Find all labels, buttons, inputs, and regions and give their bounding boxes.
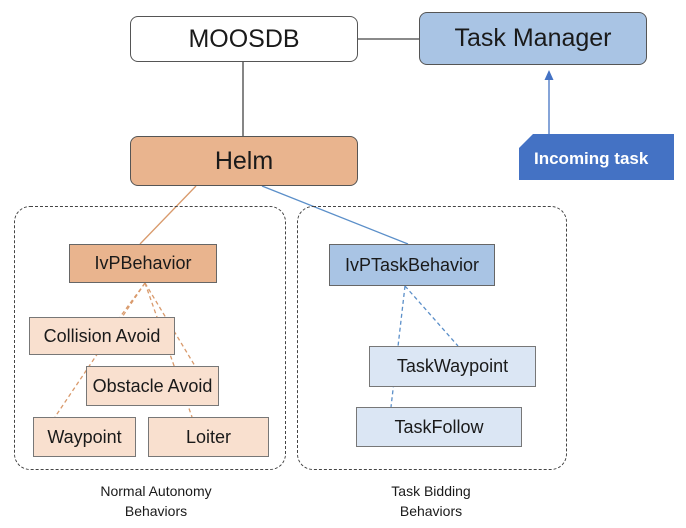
obstacle-avoid-label: Obstacle Avoid	[92, 375, 213, 396]
task-follow-node: TaskFollow	[356, 407, 522, 447]
task-manager-label: Task Manager	[454, 24, 612, 52]
waypoint-node: Waypoint	[33, 417, 136, 457]
incoming-task-label: Incoming task	[534, 149, 649, 168]
incoming-arrowhead	[544, 70, 554, 80]
collision-avoid-label: Collision Avoid	[43, 325, 161, 346]
task-follow-label: TaskFollow	[394, 416, 484, 437]
moosdb-label: MOOSDB	[188, 24, 300, 53]
ivp-task-behavior-node: IvPTaskBehavior	[329, 244, 495, 286]
helm-ivpbehavior-link	[139, 185, 197, 245]
ivp-behavior-node: IvPBehavior	[69, 244, 217, 283]
task-bidding-caption: Task Bidding Behaviors	[356, 481, 506, 521]
task-caption-line2: Behaviors	[399, 503, 463, 519]
task-waypoint-node: TaskWaypoint	[369, 346, 536, 387]
task-caption-line1: Task Bidding	[391, 483, 471, 499]
helm-label: Helm	[214, 146, 274, 175]
normal-autonomy-caption: Normal Autonomy Behaviors	[66, 481, 246, 521]
waypoint-label: Waypoint	[47, 426, 122, 447]
task-bidding-group	[297, 206, 567, 470]
loiter-label: Loiter	[185, 426, 232, 447]
loiter-node: Loiter	[148, 417, 269, 457]
collision-avoid-node: Collision Avoid	[29, 317, 175, 355]
obstacle-avoid-node: Obstacle Avoid	[86, 366, 219, 406]
ivp-obstacle-link	[144, 282, 196, 367]
task-manager-node: Task Manager	[419, 12, 647, 65]
task-waypoint-label: TaskWaypoint	[396, 356, 509, 376]
normal-caption-line2: Behaviors	[124, 503, 188, 519]
ivpt-taskwaypoint-link	[404, 285, 459, 347]
ivp-task-behavior-label: IvPTaskBehavior	[344, 254, 480, 275]
normal-autonomy-group	[14, 206, 286, 470]
helm-node: Helm	[130, 136, 358, 186]
incoming-task-shape	[519, 134, 674, 180]
normal-caption-line1: Normal Autonomy	[100, 483, 212, 499]
moosdb-node: MOOSDB	[130, 16, 358, 62]
helm-ivptaskbehavior-link	[261, 185, 409, 245]
ivp-behavior-label: IvPBehavior	[94, 253, 192, 273]
